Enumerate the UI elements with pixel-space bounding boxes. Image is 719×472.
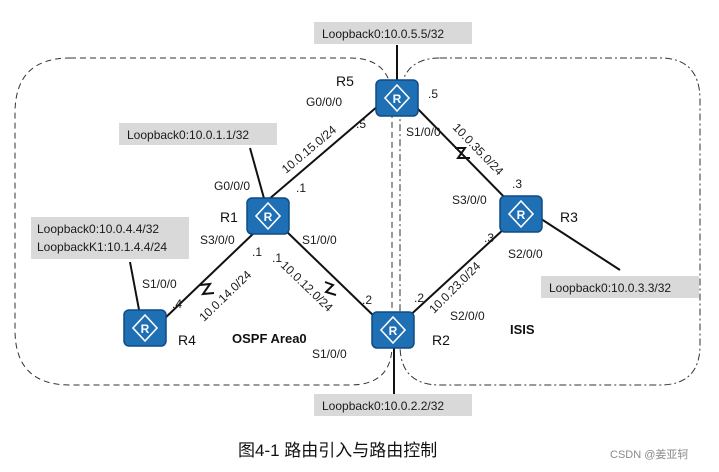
hostid-r5-right: .5 xyxy=(428,87,438,101)
link-r4-loopback xyxy=(129,261,141,316)
loopback-box-r2 xyxy=(314,394,472,416)
router-name-r5: R5 xyxy=(336,73,354,89)
hostid-r5-left: .5 xyxy=(356,117,366,131)
router-name-r2: R2 xyxy=(432,332,450,348)
hostid-r3-top: .3 xyxy=(512,177,522,191)
loopback-label-r3: Loopback0:10.0.3.3/32 xyxy=(549,281,671,295)
hostid-r2-right: .2 xyxy=(414,291,424,305)
router-r5-icon: R xyxy=(375,79,419,117)
router-name-r1: R1 xyxy=(220,209,238,225)
iface-r1-g000: G0/0/0 xyxy=(214,179,250,193)
link-r1-r4 xyxy=(162,231,256,321)
subnet-r2-r3: 10.0.23.0/24 xyxy=(426,259,483,316)
loopback-label-r2: Loopback0:10.0.2.2/32 xyxy=(322,399,444,413)
svg-text:R: R xyxy=(264,210,273,224)
router-name-r3: R3 xyxy=(560,209,578,225)
loopback-label-r4-0: Loopback0:10.0.4.4/32 xyxy=(37,222,159,236)
hostid-r1-left: .1 xyxy=(252,245,262,259)
loopback-label-r5: Loopback0:10.0.5.5/32 xyxy=(322,27,444,41)
router-r4-icon: R xyxy=(123,309,167,347)
hostid-r2-left: .2 xyxy=(362,293,372,307)
link-r3-loopback xyxy=(534,214,621,271)
router-r1-icon: R xyxy=(246,197,290,235)
serial-zigzag-r5-r3 xyxy=(455,147,470,159)
iface-r5-g000: G0/0/0 xyxy=(306,95,342,109)
link-r1-loopback xyxy=(249,147,266,203)
hostid-r1-top: .1 xyxy=(296,181,306,195)
hostid-r4: .4 xyxy=(172,297,182,311)
iface-r2-s200: S2/0/0 xyxy=(450,309,485,323)
serial-zigzag-r1-r2 xyxy=(324,281,337,296)
loopback-label-r4-1: LoopbackK1:10.1.4.4/24 xyxy=(37,240,167,254)
router-r3-icon: R xyxy=(499,195,543,233)
iface-r1-s100: S1/0/0 xyxy=(302,233,337,247)
link-r2-r3 xyxy=(404,227,506,321)
router-r2-icon: R xyxy=(371,311,415,349)
loopback-box-r5 xyxy=(314,22,472,44)
ospf-area-boundary xyxy=(14,57,393,386)
area-label-ospf: OSPF Area0 xyxy=(232,331,307,346)
iface-r1-s300: S3/0/0 xyxy=(200,233,235,247)
router-name-r4: R4 xyxy=(178,332,196,348)
hostid-r1-right: .1 xyxy=(272,251,282,265)
svg-text:R: R xyxy=(517,208,526,222)
svg-text:R: R xyxy=(141,322,150,336)
link-r1-r2 xyxy=(284,229,379,321)
subnet-r1-r2: 10.0.12.0/24 xyxy=(278,258,336,315)
svg-text:R: R xyxy=(389,324,398,338)
subnet-r1-r4: 10.0.14.0/24 xyxy=(196,268,254,325)
loopback-box-r3 xyxy=(541,276,699,298)
iface-r3-s200: S2/0/0 xyxy=(508,247,543,261)
watermark: CSDN @姜亚轲 xyxy=(610,447,688,461)
iface-r3-s300: S3/0/0 xyxy=(452,193,487,207)
area-label-isis: ISIS xyxy=(510,322,535,337)
subnet-r1-r5: 10.0.15.0/24 xyxy=(279,122,339,176)
iface-r5-s100: S1/0/0 xyxy=(406,125,441,139)
iface-r4-s100: S1/0/0 xyxy=(142,277,177,291)
serial-zigzag-r1-r4 xyxy=(199,282,215,296)
link-r5-r3 xyxy=(414,105,511,204)
svg-text:R: R xyxy=(393,92,402,106)
loopback-label-r1: Loopback0:10.0.1.1/32 xyxy=(127,128,249,142)
hostid-r3-left: .3 xyxy=(484,231,494,245)
figure-caption: 图4-1 路由引入与路由控制 xyxy=(238,441,437,460)
link-r1-r5 xyxy=(267,105,379,201)
loopback-box-r4 xyxy=(31,217,189,259)
loopback-box-r1 xyxy=(119,123,277,145)
iface-r2-s100: S1/0/0 xyxy=(312,347,347,361)
